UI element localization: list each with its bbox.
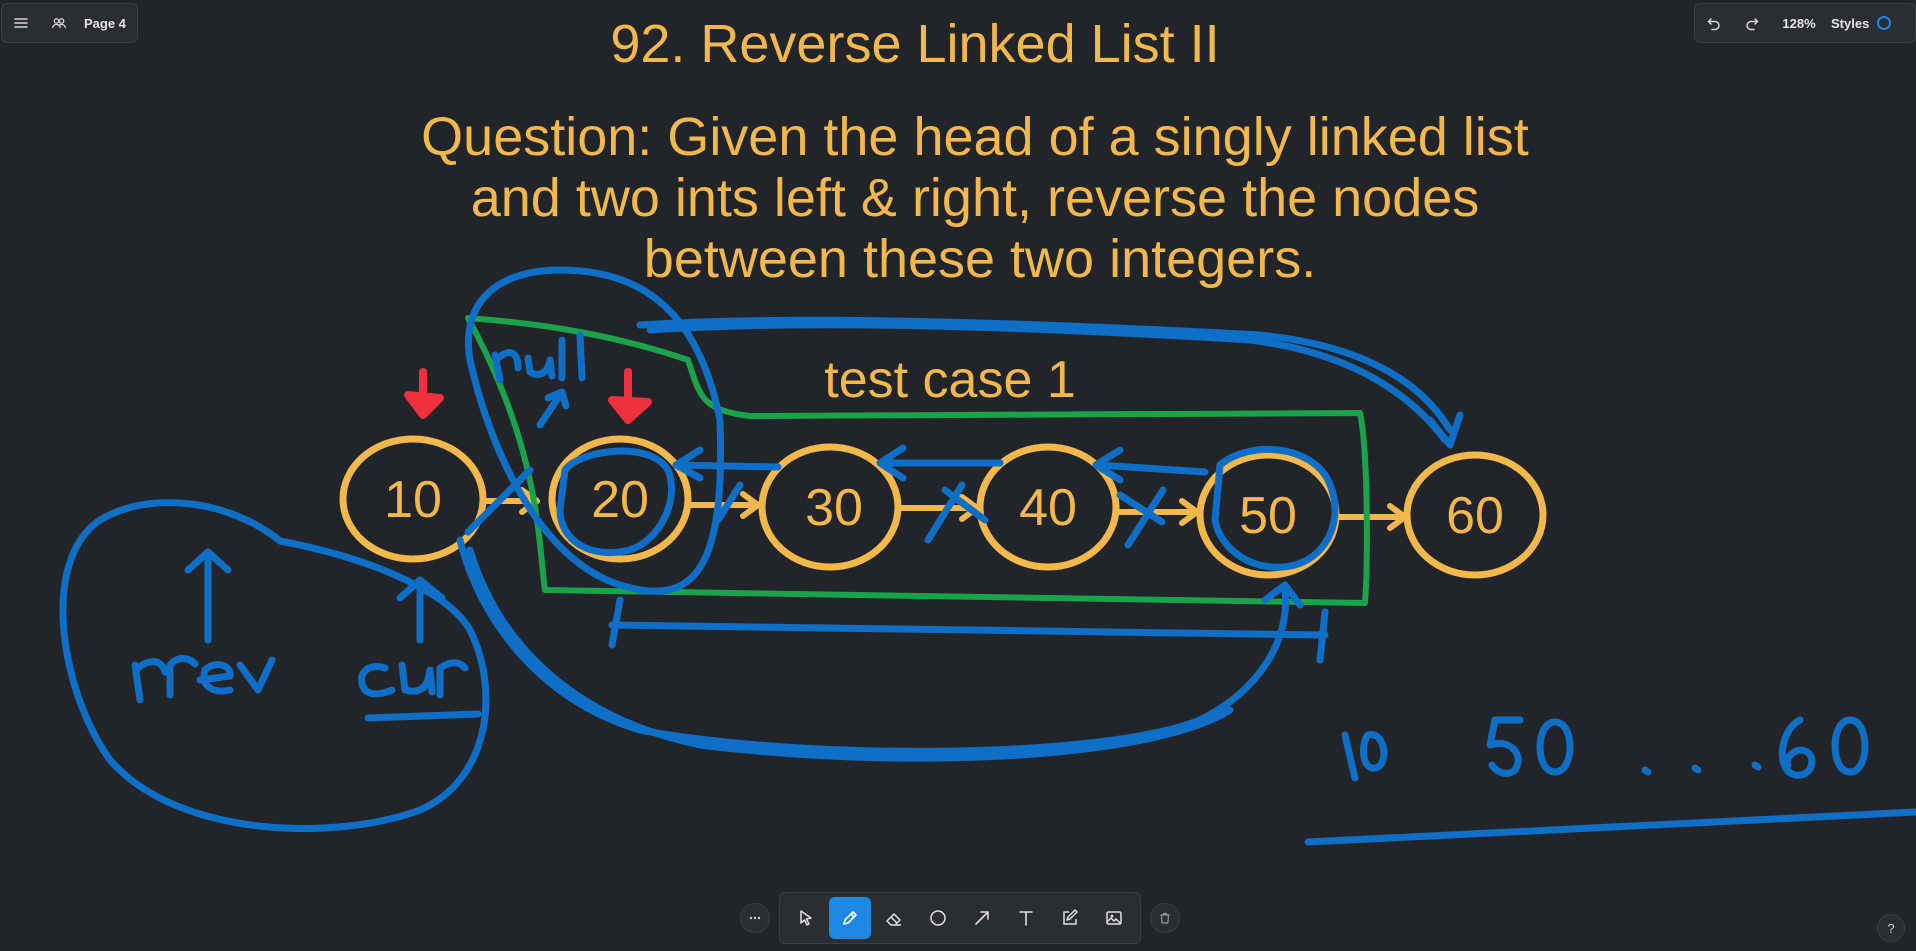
styles-menu[interactable]: Styles: [1831, 15, 1870, 31]
node-arrows: [481, 487, 1408, 531]
redo-button[interactable]: [1733, 4, 1771, 42]
top-left-panel: Page 4: [1, 3, 138, 43]
board-title: 92. Reverse Linked List II: [610, 14, 1219, 74]
undo-icon: [1707, 18, 1720, 31]
node-20: [548, 435, 692, 563]
select-tool[interactable]: [785, 897, 827, 939]
test-case-label: test case 1: [824, 351, 1075, 409]
redo-icon: [1746, 18, 1759, 31]
ellipse-tool[interactable]: [917, 897, 959, 939]
note-tool[interactable]: [1049, 897, 1091, 939]
zoom-menu[interactable]: 128%: [1782, 15, 1816, 31]
delete-button[interactable]: [1150, 903, 1180, 933]
arrow-icon: [975, 911, 989, 925]
undo-button[interactable]: [1695, 4, 1733, 42]
image-icon: [1106, 911, 1122, 925]
node-40: [976, 443, 1120, 571]
green-box: [465, 315, 1370, 606]
top-right-panel: 128% Styles: [1694, 3, 1916, 43]
note-icon: [1063, 909, 1078, 925]
help-button[interactable]: ?: [1877, 914, 1905, 942]
menu-button[interactable]: [2, 4, 40, 42]
pencil-icon: [843, 911, 857, 925]
eraser-tool[interactable]: [873, 897, 915, 939]
text-icon: [1019, 911, 1033, 926]
node-label-20: 20: [591, 471, 649, 529]
page-menu[interactable]: Page 4: [84, 15, 126, 31]
text-tool[interactable]: [1005, 897, 1047, 939]
select-icon: [800, 910, 812, 926]
people-icon: [51, 18, 67, 29]
arrow-tool[interactable]: [961, 897, 1003, 939]
style-color-swatch[interactable]: [1877, 16, 1892, 30]
tool-palette: [779, 892, 1141, 944]
node-label-30: 30: [805, 479, 863, 537]
hamburger-icon: [14, 18, 28, 28]
ellipse-icon: [930, 910, 946, 926]
node-label-60: 60: [1446, 487, 1504, 545]
image-tool[interactable]: [1093, 897, 1135, 939]
red-arrows: [404, 368, 652, 424]
collaborators-button[interactable]: [40, 4, 78, 42]
question-line-1: Question: Given the head of a singly lin…: [421, 107, 1529, 167]
question-line-3: between these two integers.: [644, 229, 1316, 289]
node-label-10: 10: [384, 471, 442, 529]
draw-tool[interactable]: [829, 897, 871, 939]
eraser-icon: [886, 913, 901, 926]
trash-icon: [1160, 912, 1170, 924]
node-label-40: 40: [1019, 479, 1077, 537]
more-icon: [749, 916, 761, 920]
node-labels: 10 20 30 40 50 60: [384, 471, 1504, 545]
question-line-2: and two ints left & right, reverse the n…: [471, 168, 1480, 228]
more-button[interactable]: [740, 903, 770, 933]
node-label-50: 50: [1239, 487, 1297, 545]
blue-ink: [59, 266, 1916, 846]
